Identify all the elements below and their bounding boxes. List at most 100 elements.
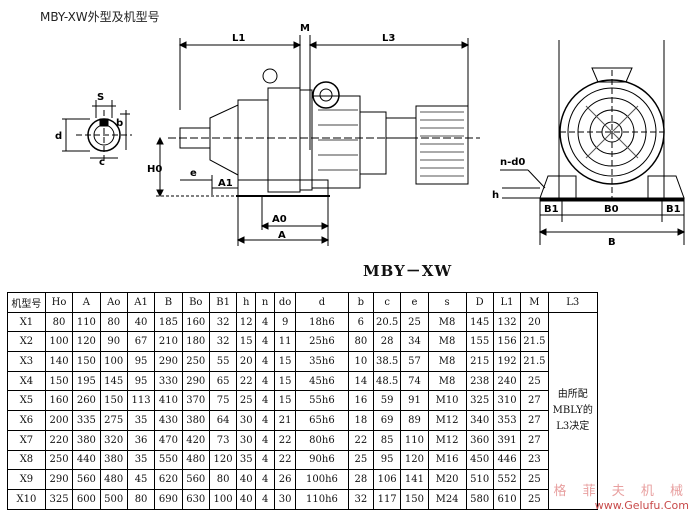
table-cell: 150 bbox=[99, 390, 128, 412]
table-cell: 20 bbox=[520, 311, 549, 333]
table-cell: M8 bbox=[427, 370, 467, 392]
table-cell: 325 bbox=[465, 390, 494, 412]
table-cell: 275 bbox=[99, 410, 128, 431]
table-cell: 48.5 bbox=[372, 370, 402, 392]
table-cell: M12 bbox=[427, 429, 467, 451]
table-cell: 160 bbox=[44, 390, 74, 412]
table-cell: 290 bbox=[44, 469, 74, 490]
table-cell: 4 bbox=[255, 410, 276, 431]
table-cell: 45 bbox=[126, 469, 156, 490]
header-cell: c bbox=[372, 292, 402, 313]
model-caption: MBY－XW bbox=[363, 262, 453, 280]
table-cell: 25h6 bbox=[295, 331, 349, 353]
table-cell: 18h6 bbox=[295, 311, 349, 333]
header-cell: M bbox=[520, 292, 549, 313]
table-cell: 220 bbox=[44, 429, 74, 451]
header-cell: Bo bbox=[181, 292, 210, 313]
dim-label-a: A bbox=[278, 230, 286, 241]
table-cell: 15 bbox=[236, 331, 257, 353]
table-cell: 552 bbox=[492, 469, 522, 490]
dim-label-h0: H0 bbox=[147, 164, 162, 175]
table-cell: 15 bbox=[274, 351, 297, 372]
table-cell: 325 bbox=[44, 488, 74, 510]
table-cell: 89 bbox=[400, 410, 429, 431]
table-cell: 35h6 bbox=[295, 351, 349, 372]
table-cell: X1 bbox=[7, 311, 46, 333]
table-cell: 40 bbox=[236, 488, 257, 510]
header-cell: A bbox=[72, 292, 101, 313]
table-cell: 80 bbox=[44, 311, 74, 333]
page-title: MBY-XW外型及机型号 bbox=[40, 10, 160, 24]
table-cell: 185 bbox=[154, 311, 183, 333]
table-cell: 380 bbox=[181, 410, 210, 431]
table-cell: 353 bbox=[492, 410, 522, 431]
table-cell: 21.5 bbox=[520, 351, 549, 372]
table-cell: 4 bbox=[255, 390, 276, 412]
dim-label-n-d0: n-d0 bbox=[500, 157, 525, 168]
dim-label-b0: B0 bbox=[604, 204, 619, 215]
table-header-row: 机型号 Ho A Ao A1 B Bo B1 h n do d b c e s … bbox=[7, 292, 599, 313]
table-cell: 91 bbox=[400, 390, 429, 412]
table-cell: 22 bbox=[274, 429, 297, 451]
table-cell: 100 bbox=[44, 331, 74, 353]
table-cell: 238 bbox=[465, 370, 494, 392]
table-cell: 620 bbox=[154, 469, 183, 490]
table-cell: 310 bbox=[492, 390, 522, 412]
table-cell: M16 bbox=[427, 449, 467, 471]
table-cell: 380 bbox=[99, 449, 128, 471]
table-cell: 4 bbox=[255, 469, 276, 490]
table-cell: 330 bbox=[154, 370, 183, 392]
table-cell: 22 bbox=[347, 429, 374, 451]
table-cell: 450 bbox=[465, 449, 494, 471]
dim-label-s: S bbox=[97, 92, 104, 103]
shaft-end-detail bbox=[62, 100, 132, 162]
table-cell: X9 bbox=[7, 469, 46, 490]
table-cell: 95 bbox=[126, 351, 156, 372]
table-cell: 140 bbox=[44, 351, 74, 372]
table-cell: 27 bbox=[520, 429, 549, 451]
table-cell: 25 bbox=[520, 469, 549, 490]
table-cell: 25 bbox=[236, 390, 257, 412]
technical-drawing: S b d c bbox=[55, 23, 686, 248]
table-cell: 4 bbox=[255, 429, 276, 451]
table-cell: 26 bbox=[274, 469, 297, 490]
table-cell: M8 bbox=[427, 331, 467, 353]
table-cell: 34 bbox=[400, 331, 429, 353]
table-cell: 360 bbox=[465, 429, 494, 451]
table-cell: 250 bbox=[44, 449, 74, 471]
table-cell: 74 bbox=[400, 370, 429, 392]
table-cell: 560 bbox=[181, 469, 210, 490]
table-cell: 150 bbox=[44, 370, 74, 392]
table-cell: 156 bbox=[492, 331, 522, 353]
watermark: 格 菲 夫 机 械 www.Gelufu.Com bbox=[553, 480, 689, 512]
table-cell: 80h6 bbox=[295, 429, 349, 451]
table-cell: 55h6 bbox=[295, 390, 349, 412]
table-cell: 12 bbox=[236, 311, 257, 333]
table-cell: 20 bbox=[236, 351, 257, 372]
table-cell: 32 bbox=[208, 311, 238, 333]
table-cell: 23 bbox=[520, 449, 549, 471]
table-cell: 25 bbox=[347, 449, 374, 471]
table-cell: 100 bbox=[99, 351, 128, 372]
table-cell: 320 bbox=[99, 429, 128, 451]
table-cell: 30 bbox=[274, 488, 297, 510]
table-cell: M8 bbox=[427, 351, 467, 372]
header-cell: Ao bbox=[99, 292, 128, 313]
table-cell: X2 bbox=[7, 331, 46, 353]
watermark-url: www.Gelufu.Com bbox=[594, 499, 689, 512]
table-cell: 690 bbox=[154, 488, 183, 510]
table-cell: 25 bbox=[400, 311, 429, 333]
table-cell: 18 bbox=[347, 410, 374, 431]
table-cell: 4 bbox=[255, 331, 276, 353]
table-cell: 6 bbox=[347, 311, 374, 333]
table-cell: 500 bbox=[99, 488, 128, 510]
table-cell: 113 bbox=[126, 390, 156, 412]
header-cell: b bbox=[347, 292, 374, 313]
header-cell: 机型号 bbox=[7, 292, 46, 313]
table-cell: 27 bbox=[520, 390, 549, 412]
table-cell: 110h6 bbox=[295, 488, 349, 510]
